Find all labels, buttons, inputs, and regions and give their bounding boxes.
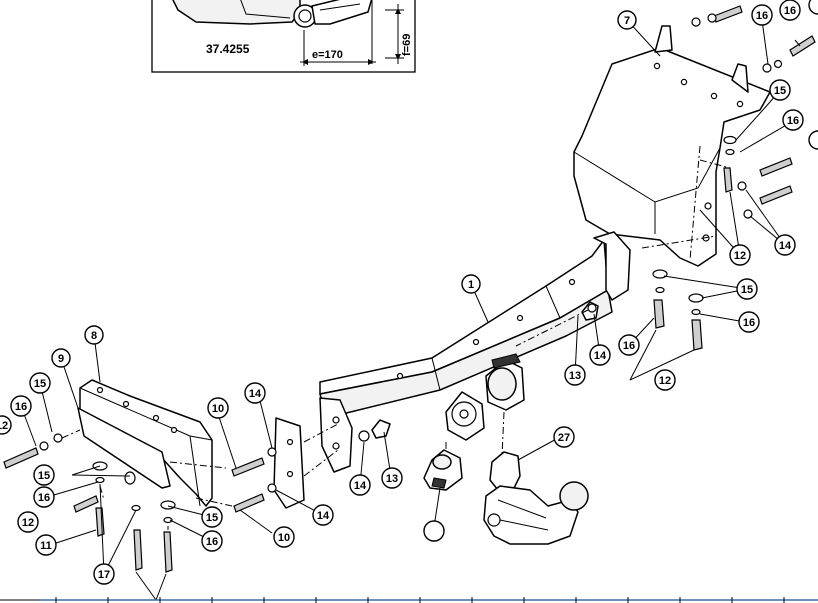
balloon-16: 16 xyxy=(618,334,640,356)
balloon-label: 16 xyxy=(15,401,27,413)
balloon-16: 16 xyxy=(738,311,760,333)
balloon-label: 15 xyxy=(34,378,46,390)
balloon-7: 7 xyxy=(617,10,637,30)
balloon-label: 14 xyxy=(354,480,367,492)
balloon-16: 16 xyxy=(782,109,804,131)
balloon-label: 9 xyxy=(58,353,64,365)
balloon-16: 16 xyxy=(10,395,32,417)
balloon-label: 12 xyxy=(659,375,671,387)
balloon-label: 14 xyxy=(594,350,607,362)
balloon-15: 15 xyxy=(769,79,791,101)
balloon-14: 14 xyxy=(589,344,611,366)
balloon-label: 14 xyxy=(317,510,330,522)
main-cross-beam xyxy=(319,231,631,473)
balloon-label: 15 xyxy=(741,284,753,296)
balloon-16: 16 xyxy=(201,530,223,552)
balloon-label: 15 xyxy=(206,512,218,524)
balloon-label: 13 xyxy=(386,473,398,485)
bottom-ruler xyxy=(0,597,818,603)
balloon-label: 15 xyxy=(774,85,786,97)
balloon-label: 16 xyxy=(756,10,768,22)
balloon-label: 16 xyxy=(743,317,755,329)
balloon-label: 1 xyxy=(468,279,474,291)
balloon-14: 14 xyxy=(774,234,796,256)
balloon-label: 8 xyxy=(91,330,97,342)
balloon-16: 16 xyxy=(33,486,55,508)
balloon-label: 16 xyxy=(787,115,799,127)
balloon-14: 14 xyxy=(349,474,371,496)
balloon-label: 16 xyxy=(623,340,635,352)
center-lines xyxy=(61,145,731,530)
balloon-1: 1 xyxy=(461,274,481,294)
balloon-label: 12 xyxy=(734,250,746,262)
balloon-label: 14 xyxy=(249,388,262,400)
balloon-16: 16 xyxy=(779,0,801,21)
edge-balloon xyxy=(808,0,818,15)
balloon-16: 17 xyxy=(93,563,115,585)
electric-socket-bracket xyxy=(423,391,485,491)
balloon-14: 14 xyxy=(244,382,266,404)
balloon-label: 13 xyxy=(569,370,581,382)
balloon-12: 12 xyxy=(654,369,676,391)
balloon-label: 17 xyxy=(98,569,110,581)
balloon-label: 12 xyxy=(22,517,34,529)
balloon-11: 11 xyxy=(35,534,57,556)
balloon-label: 7 xyxy=(624,15,630,27)
balloon-label: 11 xyxy=(40,540,52,552)
balloon-12: 12 xyxy=(729,244,751,266)
detachable-tow-ball xyxy=(483,451,589,545)
balloon-14: 14 xyxy=(312,504,334,526)
balloon-label: 16 xyxy=(38,492,50,504)
balloon-10: 10 xyxy=(273,526,295,548)
balloon-10: 10 xyxy=(207,397,229,419)
balloon-17: 27 xyxy=(553,426,575,448)
inset-detail: 37.4255 e=170 f=69 xyxy=(151,0,416,73)
inset-dim-e: e=170 xyxy=(312,49,343,61)
balloon-label: 27 xyxy=(558,432,570,444)
balloon-9: 9 xyxy=(51,348,71,368)
edge-balloon xyxy=(808,130,818,150)
balloon-12: 12 xyxy=(0,415,12,435)
balloon-label: 15 xyxy=(38,470,50,482)
left-side-bracket xyxy=(3,269,704,573)
balloon-label: 10 xyxy=(212,403,224,415)
balloon-label: 12 xyxy=(0,420,8,432)
right-side-bracket xyxy=(573,5,816,267)
balloon-13: 13 xyxy=(564,364,586,386)
balloon-15: 15 xyxy=(201,506,223,528)
balloon-15: 15 xyxy=(29,372,51,394)
balloon-label: 10 xyxy=(278,532,290,544)
balloon-15: 15 xyxy=(736,278,758,300)
balloon-13: 13 xyxy=(381,467,403,489)
balloon-label: 14 xyxy=(779,240,792,252)
inset-dim-f: f=69 xyxy=(401,34,413,56)
balloon-12: 12 xyxy=(17,511,39,533)
balloon-8: 8 xyxy=(84,325,104,345)
balloon-label: 16 xyxy=(206,536,218,548)
inset-code: 37.4255 xyxy=(206,42,250,56)
balloon-15: 15 xyxy=(33,464,55,486)
balloon-label: 16 xyxy=(784,5,796,17)
balloon-27 xyxy=(423,520,445,542)
balloon-15: 16 xyxy=(751,4,773,26)
